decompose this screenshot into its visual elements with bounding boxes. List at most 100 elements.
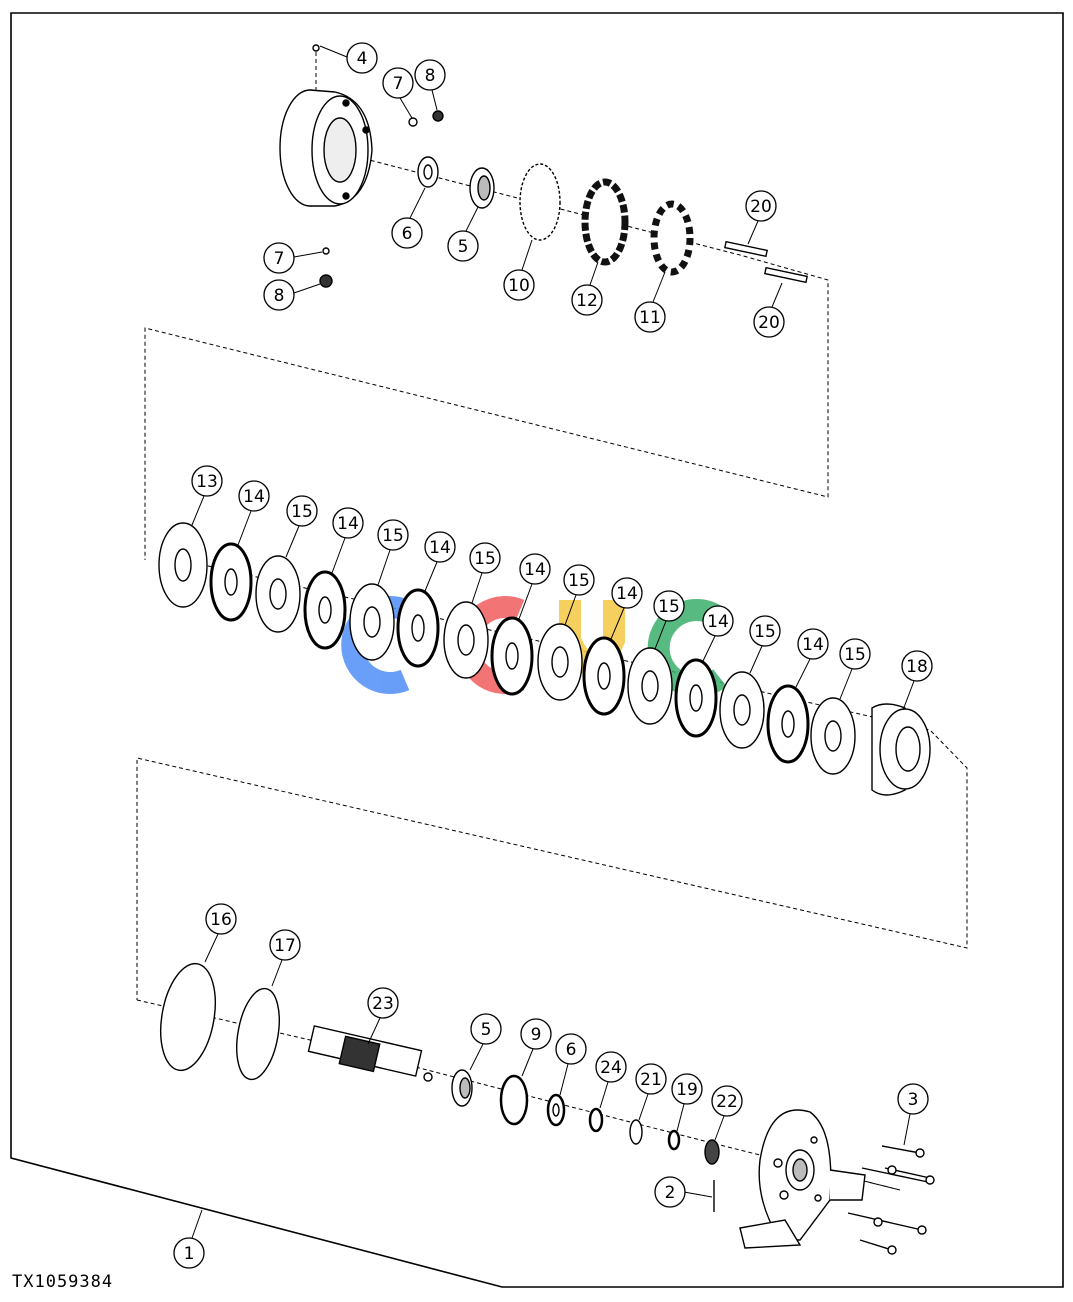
part-14-disc xyxy=(582,636,626,716)
parts-top-group xyxy=(279,44,808,288)
svg-text:1: 1 xyxy=(184,1244,195,1264)
svg-text:14: 14 xyxy=(429,538,451,558)
svg-text:15: 15 xyxy=(382,526,404,546)
callout-13: 13 xyxy=(191,465,223,526)
part-15-plate xyxy=(627,647,673,725)
svg-text:14: 14 xyxy=(337,514,359,534)
part-10-ring xyxy=(519,163,561,241)
parts-bottom-group xyxy=(160,962,935,1255)
part-1-cover xyxy=(739,1109,866,1249)
callout-16: 16 xyxy=(204,903,237,963)
callout-15: 15 xyxy=(285,495,318,558)
part-9-snap-ring xyxy=(499,1074,529,1126)
svg-text:2: 2 xyxy=(665,1183,676,1203)
part-22-nut xyxy=(704,1139,720,1165)
svg-text:15: 15 xyxy=(844,645,866,665)
callout-14: 14 xyxy=(331,507,364,574)
part-15-plate xyxy=(719,671,765,749)
callout-24: 24 xyxy=(595,1051,627,1109)
svg-text:14: 14 xyxy=(802,635,824,655)
part-13-plate xyxy=(158,522,208,608)
part-16-gasket xyxy=(160,962,216,1072)
part-14-disc xyxy=(490,616,534,696)
part-11-spring-pack xyxy=(650,200,694,276)
part-14-disc xyxy=(396,588,440,668)
callout-1: 1 xyxy=(173,1209,205,1269)
callout-15: 15 xyxy=(377,519,409,586)
callout-8: 8 xyxy=(414,59,446,111)
part-14-disc xyxy=(209,542,253,622)
part-12-spring-pack xyxy=(581,178,629,266)
callout-15: 15 xyxy=(749,615,781,674)
figure-id-label: TX1059384 xyxy=(12,1272,114,1292)
part-14-disc xyxy=(303,570,347,650)
part-15-plate xyxy=(810,697,856,775)
callout-6: 6 xyxy=(391,187,426,249)
callout-14: 14 xyxy=(518,553,551,620)
part-15-plate xyxy=(255,555,301,633)
svg-text:22: 22 xyxy=(716,1092,738,1112)
svg-text:6: 6 xyxy=(566,1040,577,1060)
parts-disc-stack xyxy=(158,522,931,796)
callout-14: 14 xyxy=(424,531,456,592)
svg-text:14: 14 xyxy=(524,560,546,580)
callout-18: 18 xyxy=(901,650,933,711)
callout-15: 15 xyxy=(839,638,871,700)
part-17-o-ring xyxy=(236,987,280,1081)
svg-text:5: 5 xyxy=(481,1020,492,1040)
part-14-disc xyxy=(766,684,810,764)
svg-text:20: 20 xyxy=(758,313,780,333)
svg-text:9: 9 xyxy=(531,1025,542,1045)
callout-10: 10 xyxy=(503,239,535,301)
svg-text:19: 19 xyxy=(676,1080,698,1100)
svg-text:3: 3 xyxy=(908,1090,919,1110)
callout-15: 15 xyxy=(653,590,685,650)
callout-12: 12 xyxy=(571,261,603,316)
svg-text:4: 4 xyxy=(357,49,368,69)
svg-text:15: 15 xyxy=(474,549,496,569)
part-8-plug-bottom xyxy=(319,274,333,288)
part-20-pin-a xyxy=(724,240,768,258)
svg-text:11: 11 xyxy=(639,308,661,328)
callout-4: 4 xyxy=(319,42,378,74)
callout-8-lower: 8 xyxy=(263,279,321,311)
callout-15: 15 xyxy=(563,564,595,626)
callout-19: 19 xyxy=(671,1073,703,1132)
part-housing xyxy=(279,89,373,207)
svg-text:15: 15 xyxy=(291,502,313,522)
part-21-ring xyxy=(629,1119,643,1145)
callout-11: 11 xyxy=(634,271,666,333)
callout-15: 15 xyxy=(469,542,501,604)
part-15-plate xyxy=(443,601,489,679)
part-23-shaft xyxy=(307,1025,433,1082)
callout-6: 6 xyxy=(555,1033,587,1096)
part-19-ring xyxy=(667,1129,681,1151)
callout-14: 14 xyxy=(610,577,643,640)
svg-text:14: 14 xyxy=(616,584,638,604)
svg-text:7: 7 xyxy=(393,74,404,94)
part-6-washer xyxy=(546,1093,566,1127)
part-18-piston xyxy=(871,703,931,796)
part-7-washer-top xyxy=(408,117,418,127)
part-3-bolts xyxy=(847,1145,935,1255)
callout-7: 7 xyxy=(382,67,414,119)
callout-2: 2 xyxy=(654,1176,713,1208)
part-14-disc xyxy=(674,658,718,738)
svg-text:10: 10 xyxy=(508,276,530,296)
svg-text:17: 17 xyxy=(274,936,296,956)
svg-text:23: 23 xyxy=(372,994,394,1014)
callout-14: 14 xyxy=(702,605,734,662)
callout-23: 23 xyxy=(367,987,399,1045)
callout-20-lower: 20 xyxy=(753,282,785,338)
callout-3: 3 xyxy=(897,1083,929,1146)
callout-7-lower: 7 xyxy=(263,242,323,274)
svg-text:14: 14 xyxy=(243,487,265,507)
svg-text:8: 8 xyxy=(425,66,436,86)
callout-14: 14 xyxy=(795,628,829,688)
svg-text:6: 6 xyxy=(402,224,413,244)
svg-text:16: 16 xyxy=(210,910,232,930)
part-20-pin-b xyxy=(764,266,808,284)
svg-text:5: 5 xyxy=(458,237,469,257)
callouts: 4 7 8 6 5 10 12 xyxy=(173,42,933,1269)
part-24-ring xyxy=(588,1107,604,1133)
